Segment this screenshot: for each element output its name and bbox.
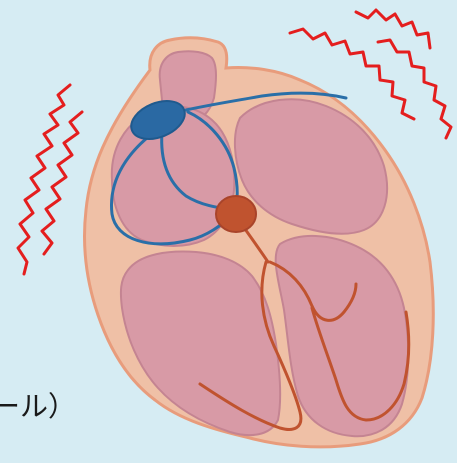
caption-fragment: ール） (0, 382, 80, 432)
av-node (216, 196, 256, 232)
caption-text: ール） (0, 382, 76, 432)
